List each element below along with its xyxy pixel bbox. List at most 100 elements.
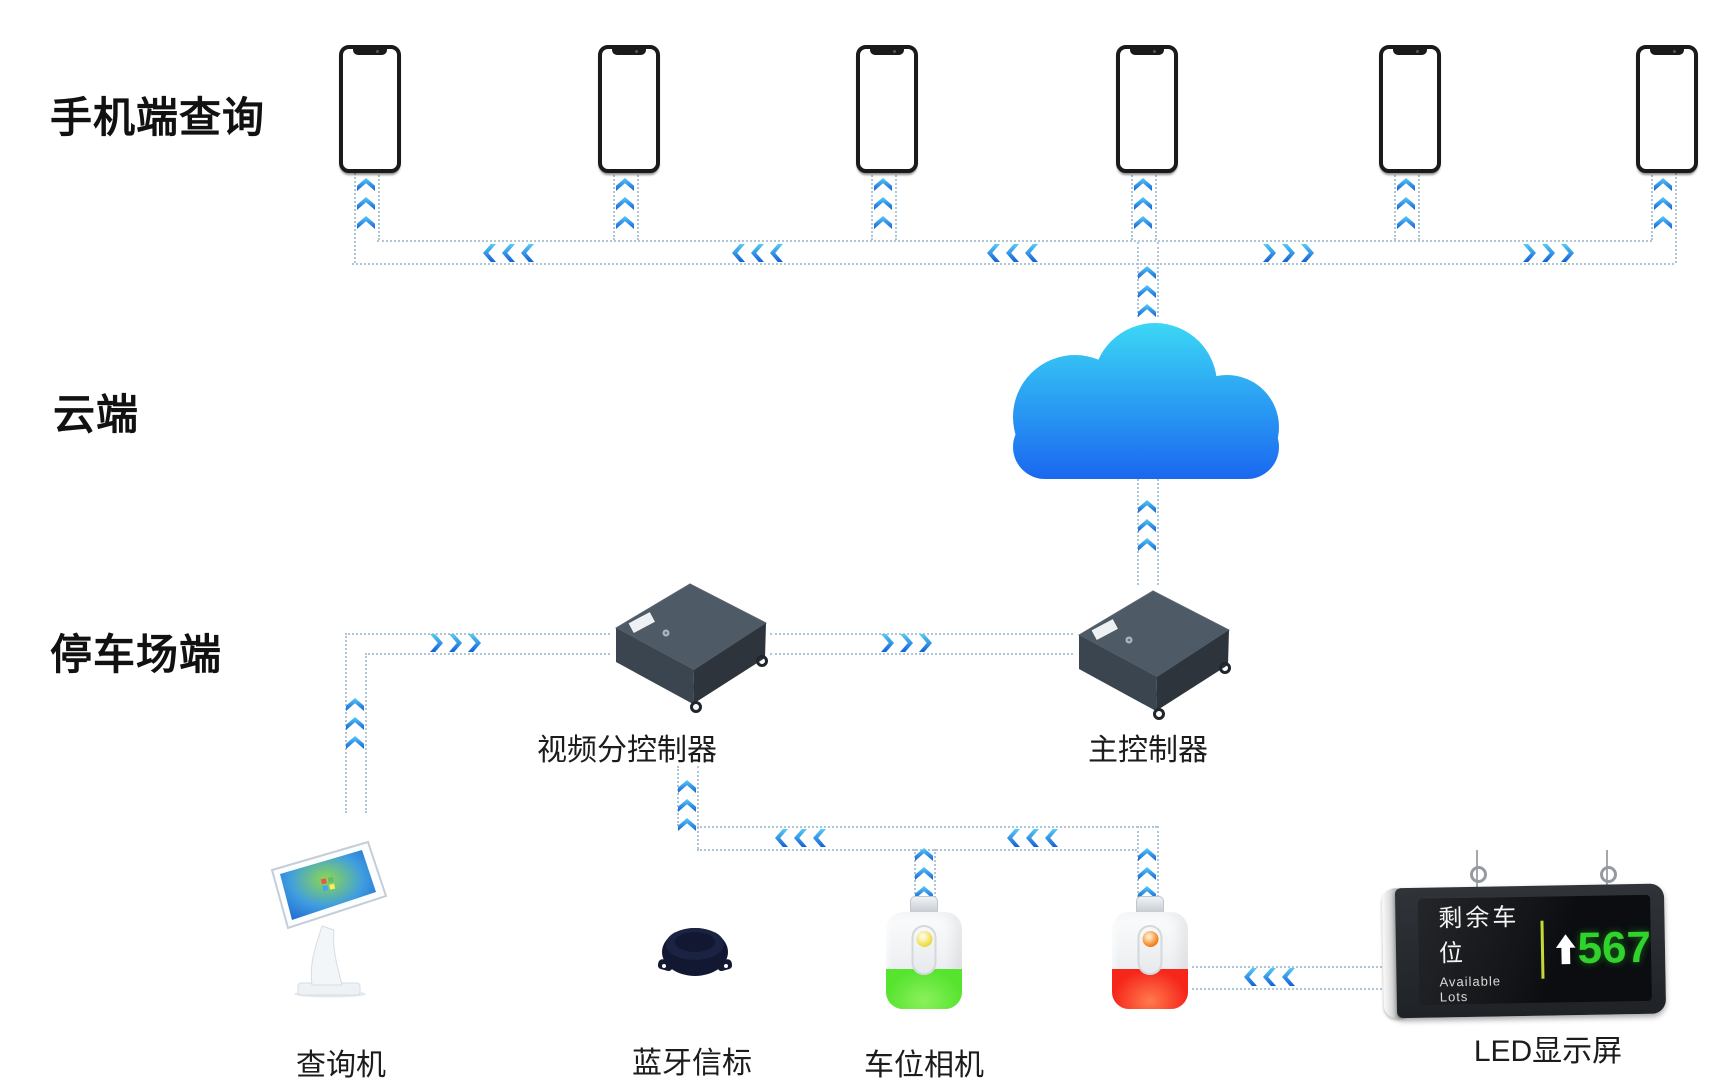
camera-lens-slot [1137,925,1163,975]
chevron-glyph [1561,244,1574,262]
chevron-glyph [357,178,375,191]
dotted-line-v [1137,826,1139,901]
chevron-glyph [874,216,892,229]
chevron-glyph [357,216,375,229]
chevron-glyph [1138,500,1156,513]
chevron-glyph [1263,968,1276,986]
chevron-right-icon [430,634,481,652]
chevron-right-icon [881,634,932,652]
dotted-line-v [613,168,615,240]
chevron-up-icon [678,780,696,831]
dotted-line-h [352,263,1674,265]
chevron-glyph [1301,244,1314,262]
phone-icon [1379,45,1441,173]
dotted-line-v [1155,168,1157,240]
phone-notch [1130,48,1164,55]
dotted-line-v [1157,479,1159,585]
dotted-line-v [354,168,356,263]
video-controller-image [608,576,772,714]
chevron-glyph [813,829,826,847]
chevron-glyph [1134,197,1152,210]
parking-camera-red [1112,896,1188,1009]
chevron-glyph [616,197,634,210]
phone-icon [339,45,401,173]
bluetooth-beacon-icon [657,920,733,982]
chevron-glyph [1397,216,1415,229]
chevron-glyph [1026,829,1039,847]
dotted-line-v [1651,168,1653,240]
phone-camera-dot [1153,50,1157,53]
chevron-glyph [449,634,462,652]
camera-cap [1136,896,1164,913]
phone-notch [612,48,646,55]
chevron-up-icon [346,698,364,749]
chevron-up-icon [915,848,933,899]
dotted-line-v [378,168,380,240]
chevron-glyph [1263,244,1276,262]
chevron-up-icon [1134,178,1152,229]
chevron-left-icon [1007,829,1058,847]
chevron-left-icon [483,244,534,262]
cloud-icon [1005,315,1289,481]
chevron-up-icon [1654,178,1672,229]
chevron-glyph [1282,968,1295,986]
chevron-glyph [1138,266,1156,279]
phone-camera-dot [635,50,639,53]
dotted-line-v [1675,168,1677,263]
dotted-line-v [895,168,897,240]
main-controller-label: 主控制器 [1088,734,1208,767]
chevron-left-icon [732,244,783,262]
chevron-glyph [502,244,515,262]
chevron-glyph [987,244,1000,262]
chevron-right-icon [1523,244,1574,262]
chevron-glyph [430,634,443,652]
chevron-glyph [468,634,481,652]
chevron-up-icon [616,178,634,229]
dotted-line-v [871,168,873,240]
chevron-glyph [1397,197,1415,210]
dotted-line-h [1192,988,1382,990]
row-label-parking: 停车场端 [50,631,223,678]
video-controller-label: 视频分控制器 [537,734,717,767]
chevron-glyph [1397,178,1415,191]
dotted-line-h [697,849,1137,851]
chevron-up-icon [1138,500,1156,551]
chevron-glyph [1134,216,1152,229]
chevron-glyph [1138,538,1156,551]
chevron-glyph [346,717,364,730]
chevron-glyph [678,799,696,812]
dotted-line-h [697,826,1157,828]
phone-notch [1650,48,1684,55]
chevron-glyph [874,197,892,210]
camera-glow-green [886,969,962,1009]
chevron-left-icon [775,829,826,847]
chevron-glyph [357,197,375,210]
chevron-glyph [346,736,364,749]
camera-cap [910,896,938,913]
phone-camera-dot [1416,50,1420,53]
chevron-glyph [1542,244,1555,262]
chevron-glyph [616,216,634,229]
camera-led [1142,931,1158,947]
chevron-glyph [1138,285,1156,298]
camera-body [886,912,962,1009]
dotted-line-v [1418,168,1420,240]
parking-camera-green [886,896,962,1009]
chevron-glyph [1045,829,1058,847]
wire-eyelet-icon [1600,866,1617,883]
chevron-glyph [1006,244,1019,262]
chevron-glyph [1138,867,1156,880]
dotted-line-v [934,849,936,901]
chevron-left-icon [1244,968,1295,986]
dotted-line-v [1394,168,1396,240]
phone-camera-dot [893,50,897,53]
row-label-cloud: 云端 [53,391,140,438]
chevron-glyph [1007,829,1020,847]
chevron-glyph [1282,244,1295,262]
dotted-line-v [697,766,699,849]
chevron-glyph [1244,968,1257,986]
chevron-glyph [770,244,783,262]
dotted-line-v [1137,479,1139,585]
dotted-line-h [770,653,1073,655]
